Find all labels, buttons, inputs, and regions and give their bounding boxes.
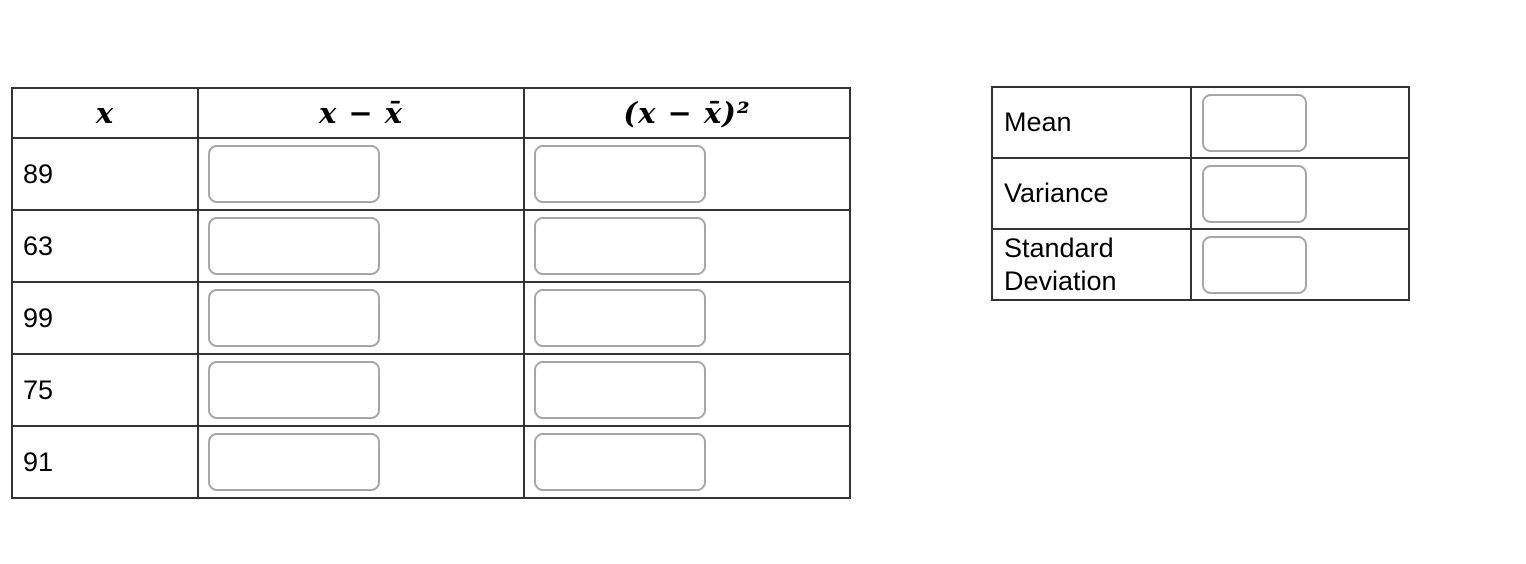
header-x: x	[11, 87, 199, 139]
x-minus-xbar-input-1[interactable]	[208, 145, 380, 203]
squared-deviation-cell	[523, 425, 851, 499]
summary-stats-table: Mean Variance Standard Deviation	[991, 86, 1410, 301]
squared-deviation-cell	[523, 281, 851, 355]
x-minus-xbar-input-4[interactable]	[208, 361, 380, 419]
header-x-minus-xbar: x − x̄	[197, 87, 525, 139]
table-row: 75	[11, 353, 851, 427]
header-x-minus-xbar-squared-label: (x − x̄)²	[623, 96, 751, 130]
variance-label-cell: Variance	[991, 157, 1192, 230]
x-value: 89	[23, 158, 54, 189]
deviation-cell	[197, 281, 525, 355]
table-row: Standard Deviation	[991, 228, 1410, 301]
x-value: 99	[23, 302, 54, 333]
table-row: 91	[11, 425, 851, 499]
header-x-label: x	[95, 96, 115, 130]
x-value: 63	[23, 230, 54, 261]
x-value-cell: 89	[11, 137, 199, 211]
variance-input[interactable]	[1202, 164, 1307, 223]
mean-label: Mean	[1004, 107, 1072, 138]
table-row: 89	[11, 137, 851, 211]
x-minus-xbar-squared-input-5[interactable]	[534, 433, 706, 491]
x-minus-xbar-input-5[interactable]	[208, 433, 380, 491]
x-minus-xbar-squared-input-2[interactable]	[534, 217, 706, 275]
x-value-cell: 99	[11, 281, 199, 355]
table-row: Variance	[991, 157, 1410, 230]
table-row: 63	[11, 209, 851, 283]
x-minus-xbar-input-3[interactable]	[208, 289, 380, 347]
x-value: 75	[23, 374, 54, 405]
x-value: 91	[23, 446, 54, 477]
squared-deviation-cell	[523, 209, 851, 283]
deviation-worksheet-table: x x − x̄ (x − x̄)² 89 63	[11, 87, 851, 499]
header-x-minus-xbar-label: x − x̄	[318, 96, 404, 130]
standard-deviation-input-cell	[1190, 228, 1410, 301]
x-minus-xbar-input-2[interactable]	[208, 217, 380, 275]
variance-input-cell	[1190, 157, 1410, 230]
variance-label: Variance	[1004, 178, 1109, 209]
x-value-cell: 63	[11, 209, 199, 283]
mean-input[interactable]	[1202, 93, 1307, 152]
standard-deviation-label-cell: Standard Deviation	[991, 228, 1192, 301]
mean-label-cell: Mean	[991, 86, 1192, 159]
x-minus-xbar-squared-input-3[interactable]	[534, 289, 706, 347]
x-value-cell: 91	[11, 425, 199, 499]
deviation-cell	[197, 353, 525, 427]
x-value-cell: 75	[11, 353, 199, 427]
mean-input-cell	[1190, 86, 1410, 159]
table-header-row: x x − x̄ (x − x̄)²	[11, 87, 851, 139]
standard-deviation-input[interactable]	[1202, 235, 1307, 294]
squared-deviation-cell	[523, 353, 851, 427]
deviation-cell	[197, 137, 525, 211]
deviation-cell	[197, 209, 525, 283]
header-x-minus-xbar-squared: (x − x̄)²	[523, 87, 851, 139]
table-row: Mean	[991, 86, 1410, 159]
table-row: 99	[11, 281, 851, 355]
squared-deviation-cell	[523, 137, 851, 211]
deviation-cell	[197, 425, 525, 499]
x-minus-xbar-squared-input-4[interactable]	[534, 361, 706, 419]
standard-deviation-label: Standard Deviation	[1004, 232, 1117, 296]
x-minus-xbar-squared-input-1[interactable]	[534, 145, 706, 203]
